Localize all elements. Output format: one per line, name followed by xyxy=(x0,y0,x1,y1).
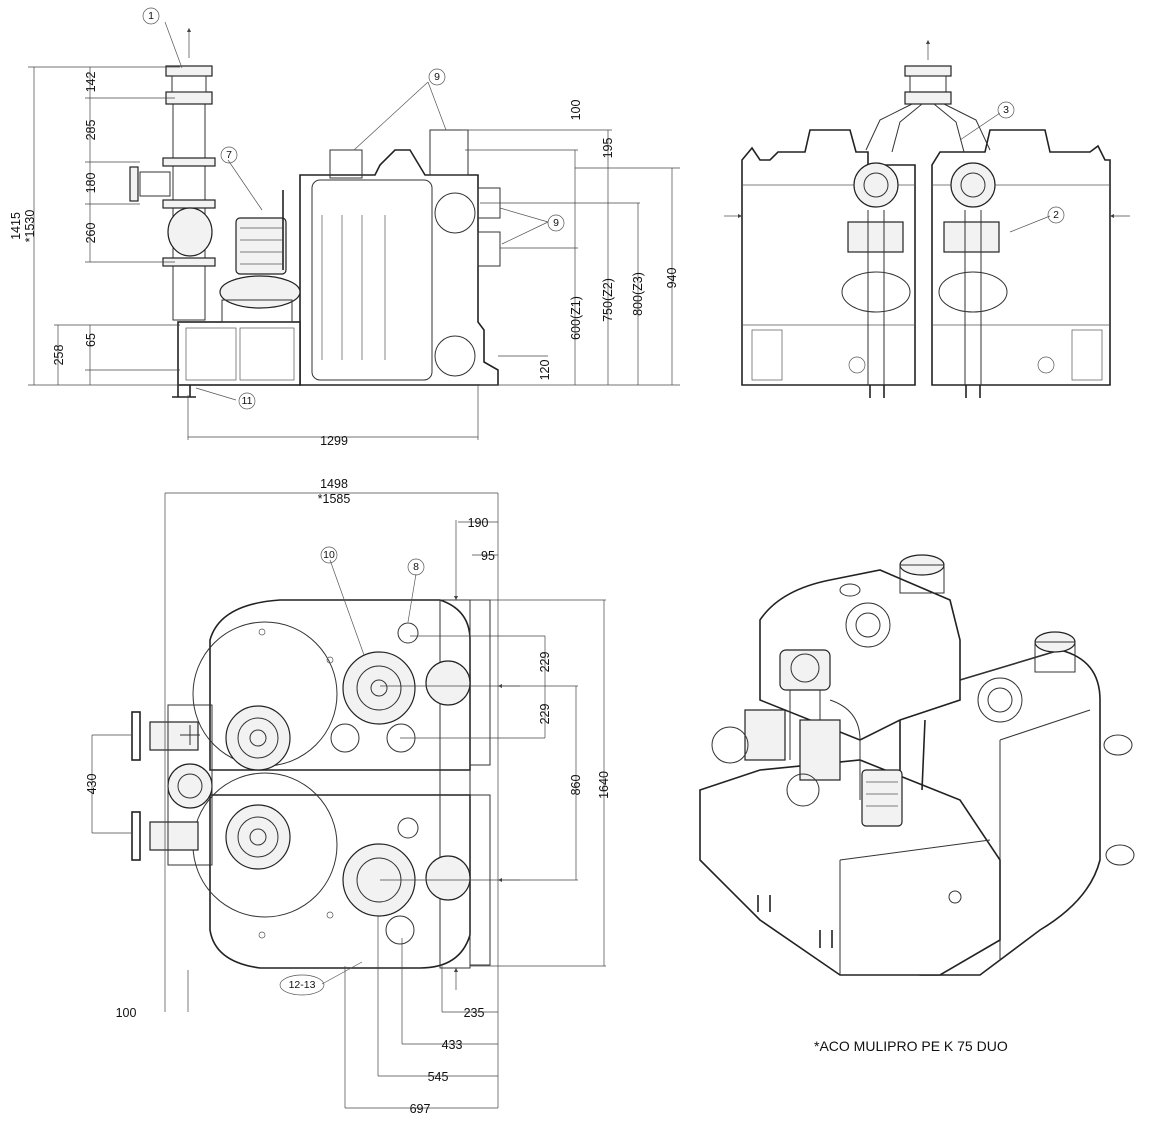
dim-65: 65 xyxy=(84,333,98,347)
dim-1585: *1585 xyxy=(318,492,351,506)
dim-1640: 1640 xyxy=(597,771,611,799)
dim-1299: 1299 xyxy=(320,434,348,448)
dim-1498: 1498 xyxy=(320,477,348,491)
side-view-dim-labels: 1415 *1530 142 285 180 260 65 258 100 19… xyxy=(9,72,679,448)
top-view-callouts: 10 8 12-13 xyxy=(279,546,425,996)
dim-433: 433 xyxy=(442,1038,463,1052)
dim-229b: 229 xyxy=(538,704,552,725)
top-view xyxy=(131,520,520,990)
model-caption: *ACO MULIPRO PE K 75 DUO xyxy=(814,1038,1008,1054)
dim-260: 260 xyxy=(84,223,98,244)
callout-11: 11 xyxy=(242,395,253,407)
callout-1: 1 xyxy=(148,10,154,22)
front-view: 3 2 xyxy=(724,39,1130,398)
dim-142: 142 xyxy=(84,72,98,93)
top-view-dimensions xyxy=(91,492,606,1109)
callout-9b: 9 xyxy=(553,217,559,229)
callout-10: 10 xyxy=(323,549,335,561)
side-view-callouts: 1 7 9 9 11 xyxy=(142,7,565,410)
dim-195: 195 xyxy=(601,138,615,159)
side-view-dimensions xyxy=(28,21,680,440)
dim-229a: 229 xyxy=(538,652,552,673)
callout-7: 7 xyxy=(226,149,232,161)
dim-600-z1: 600(Z1) xyxy=(569,296,583,340)
dim-1415: 1415 xyxy=(9,212,23,240)
dim-180: 180 xyxy=(84,173,98,194)
dim-750-z2: 750(Z2) xyxy=(601,278,615,322)
dim-100: 100 xyxy=(569,100,583,121)
callout-3: 3 xyxy=(1003,104,1009,116)
dim-95: 95 xyxy=(481,549,495,563)
callout-2: 2 xyxy=(1053,209,1059,221)
callout-9a: 9 xyxy=(434,71,440,83)
dim-940: 940 xyxy=(665,268,679,289)
dim-800-z3: 800(Z3) xyxy=(631,272,645,316)
dim-190: 190 xyxy=(468,516,489,530)
dim-120: 120 xyxy=(538,360,552,381)
label-12-13: 12-13 xyxy=(289,979,316,991)
dim-258: 258 xyxy=(52,345,66,366)
dim-100-top: 100 xyxy=(116,1006,137,1020)
dim-697: 697 xyxy=(410,1102,431,1116)
dim-430: 430 xyxy=(85,774,99,795)
top-view-dim-labels: 1498 *1585 190 95 229 229 860 1640 430 1… xyxy=(85,477,611,1116)
dim-1530: *1530 xyxy=(23,210,37,243)
dim-545: 545 xyxy=(428,1070,449,1084)
isometric-view xyxy=(699,554,1135,976)
callout-8: 8 xyxy=(413,561,419,573)
side-view xyxy=(129,27,501,398)
dim-285: 285 xyxy=(84,120,98,141)
dim-235: 235 xyxy=(464,1006,485,1020)
dim-860: 860 xyxy=(569,775,583,796)
